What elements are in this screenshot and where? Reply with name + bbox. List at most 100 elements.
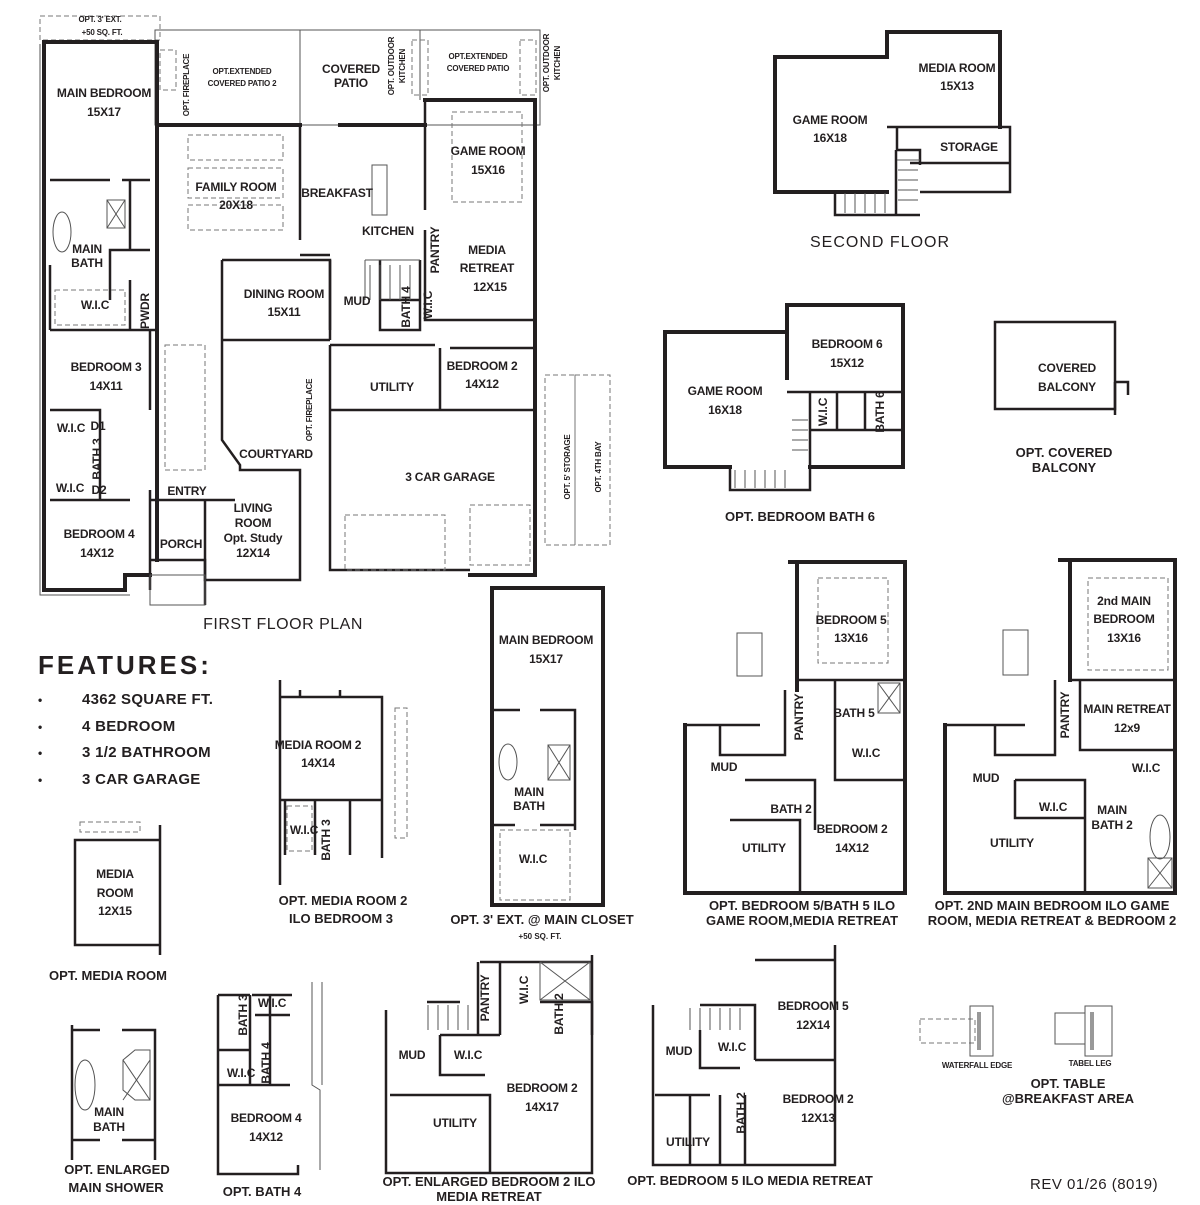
opt-bedroom5-media-caption: OPT. BEDROOM 5 ILO MEDIA RETREAT — [627, 1173, 873, 1188]
opt-3ft-ext-label: OPT. 3' EXT. — [78, 15, 122, 24]
balcony-caption-line2: BALCONY — [1031, 460, 1097, 475]
opt-outdoor-kitchen-2-line2: KITCHEN — [553, 45, 562, 81]
opt-fireplace-label: OPT. FIREPLACE — [182, 53, 191, 117]
ob4-bedroom4-label: BEDROOM 4 — [230, 1111, 302, 1125]
pantry-label: PANTRY — [428, 226, 442, 274]
bm-mud-label: MUD — [665, 1044, 693, 1058]
opt-bedroom-bath6-walls — [663, 303, 905, 492]
opt-enlarged-shower-caption-line1: OPT. ENLARGED — [64, 1162, 170, 1177]
living-room-line1: LIVING — [233, 501, 273, 515]
media-room2-size: 14X14 — [301, 756, 335, 770]
sf-game-room-label: GAME ROOM — [792, 113, 868, 127]
covered-patio-line2: PATIO — [334, 76, 368, 90]
omr-size: 12X15 — [98, 904, 132, 918]
eb2-bedroom2-label: BEDROOM 2 — [506, 1081, 578, 1095]
dining-room-size: 15X11 — [267, 305, 301, 319]
media-retreat-line1: MEDIA — [468, 243, 506, 257]
table-leg-label: TABEL LEG — [1068, 1059, 1112, 1068]
family-room-size: 20X18 — [219, 198, 253, 212]
first-floor-walls — [39, 15, 611, 606]
opt-ext-patio2-line2: COVERED PATIO 2 — [207, 79, 277, 88]
opt-ext-patio-line2: COVERED PATIO — [446, 64, 510, 73]
opt-2nd-main-bedroom-caption-line2: ROOM, MEDIA RETREAT & BEDROOM 2 — [927, 913, 1177, 928]
opt-ext-patio-line1: OPT.EXTENDED — [448, 52, 508, 61]
main-bath-line1: MAIN — [72, 242, 102, 256]
opt-main-closet-sqft: +50 SQ. FT. — [518, 932, 562, 941]
bedroom2-label: BEDROOM 2 — [446, 359, 518, 373]
mb2-main-retreat-size: 12x9 — [1114, 721, 1140, 735]
bm-utility-label: UTILITY — [666, 1135, 710, 1149]
breakfast-label: BREAKFAST — [301, 186, 373, 200]
opt-bedroom5-bath5-caption-line2: GAME ROOM,MEDIA RETREAT — [705, 913, 899, 928]
bm-bedroom5-label: BEDROOM 5 — [777, 999, 849, 1013]
opt-2nd-main-bedroom-walls — [943, 558, 1177, 895]
opt-table-drawings — [919, 1005, 1113, 1057]
b6-game-room-label: GAME ROOM — [687, 384, 763, 398]
opt-bath4-caption: OPT. BATH 4 — [222, 1184, 302, 1199]
waterfall-edge-label: WATERFALL EDGE — [941, 1061, 1013, 1070]
feature-item: •3 1/2 BATHROOM — [38, 740, 213, 767]
balcony-label-line2: BALCONY — [1038, 380, 1096, 394]
bullet-icon: • — [38, 719, 43, 734]
sf-game-room-size: 16X18 — [813, 131, 847, 145]
feature-item: •3 CAR GARAGE — [38, 767, 213, 794]
bath3-label: BATH 3 — [90, 438, 104, 480]
bedroom6-size: 15X12 — [830, 356, 864, 370]
wic-small-label: W.I.C — [421, 290, 435, 320]
mb2-main-bath2-line1: MAIN — [1097, 803, 1127, 817]
sf-media-room-size: 15X13 — [940, 79, 974, 93]
d1-label: D1 — [90, 419, 106, 433]
opt-bedroom5-media-walls — [651, 945, 837, 1167]
garage-label: 3 CAR GARAGE — [405, 470, 495, 484]
opt-table-caption-line2: @BREAKFAST AREA — [1001, 1091, 1135, 1106]
b5-mud-label: MUD — [710, 760, 738, 774]
sf-storage-label: STORAGE — [940, 140, 998, 154]
bedroom4-label: BEDROOM 4 — [63, 527, 135, 541]
b5-utility-label: UTILITY — [742, 841, 786, 855]
ob4-wic2-label: W.I.C — [226, 1066, 256, 1080]
bullet-icon: • — [38, 746, 43, 760]
eb2-mud-label: MUD — [398, 1048, 426, 1062]
opt-outdoor-kitchen-2-line1: OPT. OUTDOOR — [542, 33, 551, 93]
mb2-main-retreat-label: MAIN RETREAT — [1083, 702, 1171, 716]
b5-bedroom5-size: 13X16 — [834, 631, 868, 645]
bm-bedroom2-size: 12X13 — [801, 1111, 835, 1125]
revision-label: REV 01/26 (8019) — [1030, 1176, 1159, 1193]
omr-label-line2: ROOM — [96, 886, 134, 900]
opt-bedroom5-bath5-caption-line1: OPT. BEDROOM 5/BATH 5 ILO — [708, 898, 896, 913]
mb2-pantry-label: PANTRY — [1058, 691, 1072, 739]
wic-label: W.I.C — [80, 298, 110, 312]
opt-ext-patio2-line1: OPT.EXTENDED — [212, 67, 272, 76]
b5-bedroom5-label: BEDROOM 5 — [815, 613, 887, 627]
wic2-label: W.I.C — [55, 481, 85, 495]
living-room-size: 12X14 — [236, 546, 270, 560]
b5-bath2-label: BATH 2 — [770, 802, 812, 816]
mb2-mud-label: MUD — [972, 771, 1000, 785]
media-retreat-line2: RETREAT — [459, 261, 515, 275]
media-room2-label: MEDIA ROOM 2 — [274, 738, 362, 752]
eb2-bath2-label: BATH 2 — [552, 993, 566, 1035]
mb2-wic2-label: W.I.C — [1038, 800, 1068, 814]
sf-media-room-label: MEDIA ROOM — [918, 61, 996, 75]
second-floor-title: SECOND FLOOR — [809, 234, 951, 251]
opt-main-closet-walls — [490, 586, 605, 907]
bedroom2-size: 14X12 — [465, 377, 499, 391]
game-room-size: 15X16 — [471, 163, 505, 177]
opt-main-closet-caption: OPT. 3' EXT. @ MAIN CLOSET — [450, 912, 634, 927]
living-room-line2: ROOM — [234, 516, 272, 530]
opt-2nd-main-bedroom-caption-line1: OPT. 2ND MAIN BEDROOM ILO GAME — [934, 898, 1170, 913]
opt-enlarged-shower-walls — [70, 1025, 157, 1160]
opt-storage-label: OPT. 5' STORAGE — [563, 434, 572, 500]
eb2-utility-label: UTILITY — [433, 1116, 477, 1130]
family-room-label: FAMILY ROOM — [195, 180, 277, 194]
opt-media-room2-caption-line1: OPT. MEDIA ROOM 2 — [278, 893, 408, 908]
bedroom3-size: 14X11 — [89, 379, 123, 393]
features-list: •4362 SQUARE FT. •4 BEDROOM •3 1/2 BATHR… — [38, 687, 213, 793]
first-floor-title: FIRST FLOOR PLAN — [203, 616, 363, 633]
opt-enlarged-bedroom2-walls — [384, 955, 594, 1175]
bm-bath2-label: BATH 2 — [734, 1092, 748, 1134]
courtyard-label: COURTYARD — [239, 447, 313, 461]
features-panel: FEATURES: •4362 SQUARE FT. •4 BEDROOM •3… — [38, 650, 213, 793]
balcony-label-line1: COVERED — [1038, 361, 1096, 375]
entry-label: ENTRY — [167, 484, 207, 498]
